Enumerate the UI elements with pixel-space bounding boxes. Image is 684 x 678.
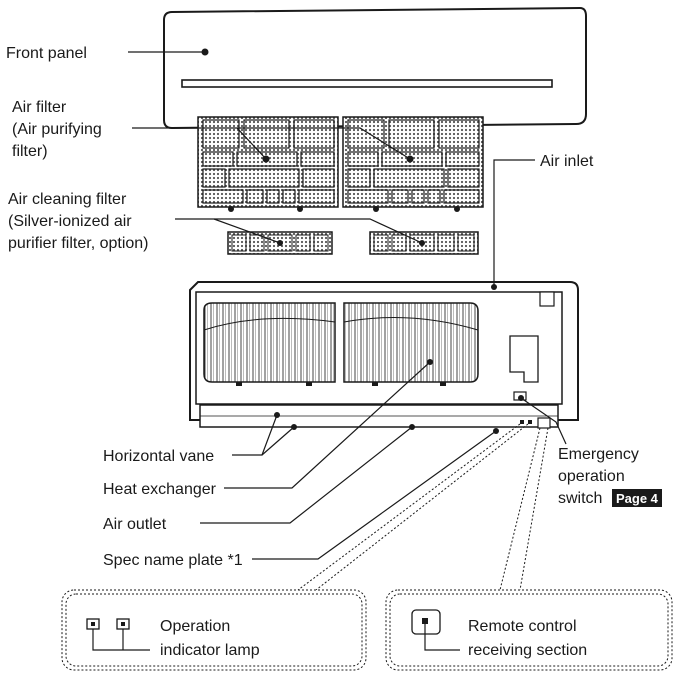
label-remote-2: receiving section (468, 642, 587, 659)
label-spec-name-plate: Spec name plate *1 (103, 552, 243, 569)
callout-dotted-lines (297, 423, 549, 591)
label-air-cleaning-filter-3: purifier filter, option) (8, 235, 149, 252)
label-operation-2: indicator lamp (160, 642, 260, 659)
indoor-unit (189, 281, 579, 434)
label-front-panel: Front panel (6, 45, 87, 62)
air-filter-left (197, 116, 339, 212)
label-air-cleaning-filter-2: (Silver-ionized air (8, 213, 132, 230)
callout-remote-receiving: Remote control receiving section (385, 589, 673, 671)
label-air-cleaning-filter-1: Air cleaning filter (8, 191, 127, 208)
label-air-inlet: Air inlet (540, 153, 594, 170)
label-air-filter-1: Air filter (12, 99, 67, 116)
page-ref-text[interactable]: Page 4 (616, 491, 659, 506)
label-emergency-1: Emergency (558, 446, 639, 463)
label-emergency-3: switch (558, 490, 602, 507)
label-emergency-2: operation (558, 468, 625, 485)
label-operation-1: Operation (160, 618, 230, 635)
callout-operation-indicator: Operation indicator lamp (61, 589, 367, 671)
label-heat-exchanger: Heat exchanger (103, 481, 217, 498)
label-air-filter-3: filter) (12, 143, 48, 160)
front-panel (163, 6, 587, 130)
air-cleaning-filter-right (369, 231, 479, 255)
leader-lines (128, 51, 567, 560)
label-remote-1: Remote control (468, 618, 577, 635)
label-horizontal-vane: Horizontal vane (103, 448, 214, 465)
page-ref-badge[interactable]: Page 4 (612, 489, 662, 507)
label-air-filter-2: (Air purifying (12, 121, 102, 138)
label-air-outlet: Air outlet (103, 516, 167, 533)
air-filter-right (342, 116, 484, 212)
